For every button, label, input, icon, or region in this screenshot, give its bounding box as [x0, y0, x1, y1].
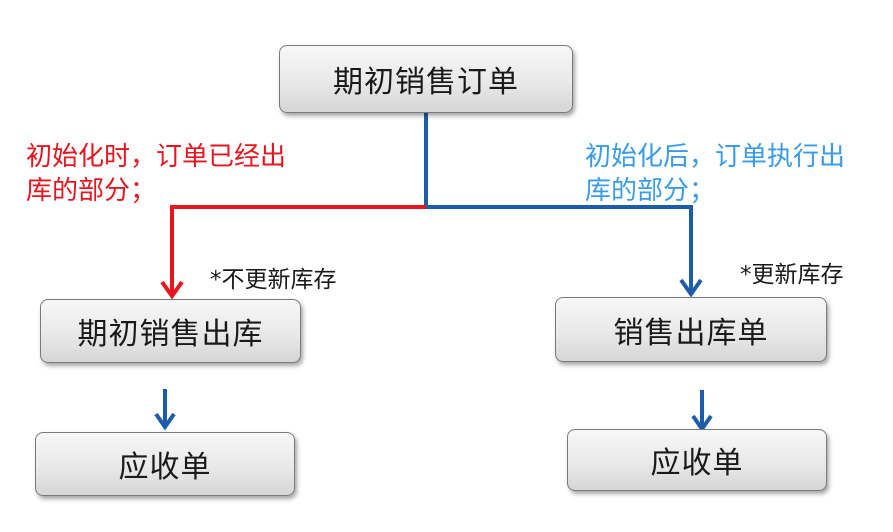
- right-note: *更新库存: [740, 262, 844, 288]
- right-receivable-node-label: 应收单: [650, 446, 744, 481]
- right-branch-label: 初始化后，订单执行出 库的部分；: [585, 140, 845, 208]
- left-receivable-node: 应收单: [35, 432, 295, 496]
- blue-arrowhead-right: [679, 278, 703, 298]
- left-branch-label: 初始化时，订单已经出 库的部分；: [26, 140, 286, 208]
- right-branch-label-line1: 初始化后，订单执行出: [585, 142, 846, 172]
- left-outbound-node: 期初销售出库: [40, 299, 301, 363]
- right-outbound-node: 销售出库单: [555, 297, 827, 362]
- left-receivable-node-label: 应收单: [118, 450, 212, 485]
- right-outbound-node-label: 销售出库单: [613, 315, 769, 351]
- left-note: *不更新库存: [210, 267, 337, 293]
- blue-branch-line: [426, 205, 693, 293]
- right-receivable-node: 应收单: [567, 429, 827, 491]
- root-node-label: 期初销售订单: [333, 65, 519, 100]
- red-arrowhead: [160, 280, 184, 300]
- red-branch-line: [170, 205, 426, 295]
- left-branch-label-line2: 库的部分；: [26, 176, 157, 206]
- right-branch-label-line2: 库的部分；: [585, 176, 716, 206]
- left-outbound-node-label: 期初销售出库: [77, 317, 264, 352]
- root-node: 期初销售订单: [279, 45, 573, 113]
- left-branch-label-line1: 初始化时，订单已经出: [26, 142, 287, 172]
- left-lower-arrowhead: [154, 412, 176, 431]
